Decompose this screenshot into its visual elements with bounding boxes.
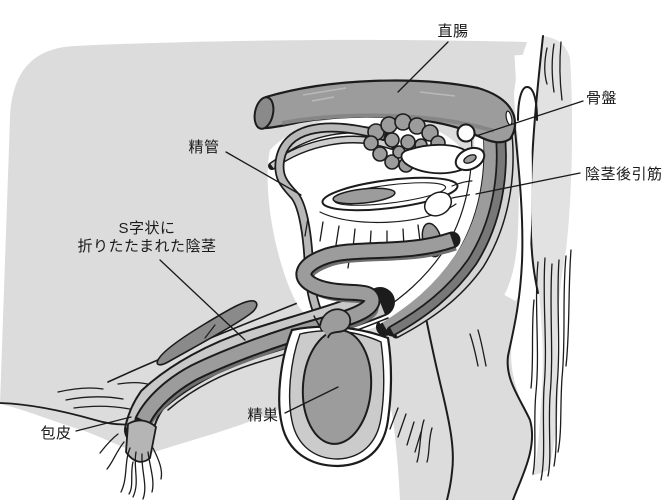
sigmoid-penis [134, 231, 461, 430]
hatch-line [335, 225, 340, 246]
leader-rectum [397, 41, 449, 93]
hair-strokes [57, 329, 487, 463]
prepuce-tip [125, 419, 157, 463]
leader-sigmoid-penis [159, 259, 246, 341]
hatch-line [417, 224, 421, 242]
inner-thigh-hair [389, 407, 422, 453]
tail-hair-stroke [551, 43, 555, 93]
sigmoid-tube [137, 233, 455, 424]
tail-shape [530, 36, 573, 476]
prepuce-hair [152, 447, 163, 480]
rectum-highlight [311, 96, 335, 102]
labels: 直腸 骨盤 精管 陰茎後引筋 S字状に 折りたたまれた陰茎 精巣 包皮 [40, 23, 662, 442]
prepuce [99, 419, 163, 500]
retractor-penis-muscle [390, 111, 506, 335]
rectum-highlight [419, 91, 456, 97]
tail-base-bump [517, 85, 538, 121]
thigh-hair-stroke [389, 407, 399, 430]
gland-lobe [384, 132, 400, 148]
tail-hair-stroke [565, 249, 572, 367]
label-retractor-penis-muscle: 陰茎後引筋 [585, 166, 663, 183]
label-sigmoid-penis-line1: S字状に [118, 220, 175, 237]
prepuce-hair [128, 461, 134, 495]
hatch-line [304, 217, 309, 237]
leader-testis [284, 386, 339, 414]
cord-entry-line [313, 315, 323, 332]
leader-pelvis [475, 100, 584, 137]
prepuce-hair [99, 433, 119, 454]
penis-inside-sheath [156, 300, 258, 366]
belly-hair-stroke [57, 387, 104, 393]
label-sigmoid-penis-line2: 折りたたまれた陰茎 [77, 238, 216, 255]
rectum-end-cap [253, 96, 275, 130]
leg-hair-stroke [416, 419, 425, 463]
bladder-halo [313, 167, 467, 221]
label-vas-deferens: 精管 [188, 139, 219, 156]
rectum-highlight [302, 87, 347, 96]
buttock-tail-gap [504, 54, 532, 302]
outer-band [394, 111, 513, 337]
tail-hair-stroke [530, 299, 535, 389]
epididymis [319, 308, 352, 339]
leader-prepuce [75, 416, 132, 432]
tail-hair-stroke [557, 255, 567, 453]
tail-hair-stroke [559, 41, 563, 101]
label-testis: 精巣 [247, 407, 278, 424]
thigh-hair-stroke [414, 431, 422, 453]
leg-hair-stroke [426, 427, 433, 463]
bladder [304, 167, 482, 269]
belly-hair-stroke [65, 396, 124, 401]
tail-hair-stroke [547, 263, 553, 477]
leader-vas-deferens [225, 151, 302, 196]
label-rectum: 直腸 [437, 23, 468, 40]
thigh-hair-stroke [397, 413, 407, 438]
gland-lobe [384, 154, 400, 170]
thigh-back-contour [506, 119, 534, 500]
tail-hair-stroke [544, 47, 548, 85]
prepuce-hair [106, 441, 125, 470]
penis-divider-line [204, 324, 216, 339]
label-pelvis: 骨盤 [586, 90, 617, 107]
prepuce-hair [141, 453, 146, 500]
pelvis-bone-knob [456, 123, 476, 143]
label-prepuce: 包皮 [40, 425, 71, 442]
prepuce-hair [132, 451, 137, 498]
pelvis-ring-center [463, 154, 477, 164]
scrotum [278, 308, 393, 468]
prepuce-hair [120, 447, 131, 493]
thigh-hair-stroke [406, 421, 415, 446]
gland-lobe [363, 135, 379, 151]
leg-hair-stroke [469, 333, 479, 367]
hatch-line [319, 221, 324, 242]
deep-bone-oval [423, 191, 453, 217]
tail-hair-stroke [540, 257, 547, 481]
gland-lobe [372, 146, 388, 162]
belly-contour [0, 402, 134, 426]
penis-band [381, 108, 499, 334]
pelvis-bones [400, 123, 486, 258]
leg-hair-stroke [477, 329, 487, 367]
tail-hair-stroke [532, 261, 539, 475]
prepuce-hair [147, 451, 154, 493]
bladder-core [332, 187, 396, 205]
tail-hair-stroke [553, 259, 560, 467]
leader-retractor [475, 172, 581, 195]
